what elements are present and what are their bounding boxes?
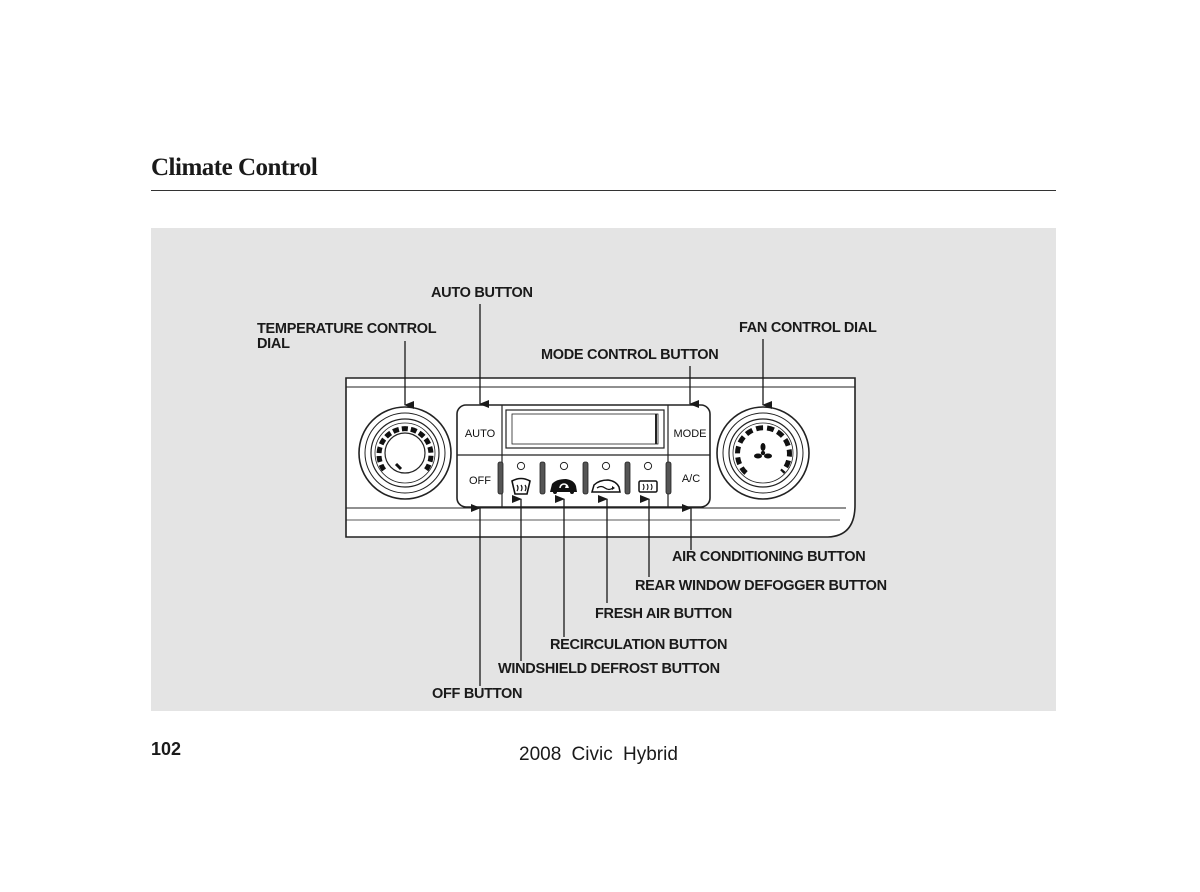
mode-button[interactable]: MODE — [674, 428, 707, 440]
rear-defogger-button[interactable] — [638, 480, 658, 493]
fan-icon — [754, 443, 772, 459]
section-title: Climate Control — [151, 154, 318, 181]
fresh-air-button-label: FRESH AIR BUTTON — [595, 606, 732, 622]
title-rule — [151, 190, 1056, 191]
recirculation-button-label: RECIRCULATION BUTTON — [550, 637, 728, 653]
page-number: 102 — [151, 739, 182, 759]
rear-defogger-button-label: REAR WINDOW DEFOGGER BUTTON — [635, 578, 887, 594]
mode-button-label: MODE CONTROL BUTTON — [541, 347, 719, 363]
temperature-dial-label-line2: DIAL — [257, 336, 290, 352]
windshield-defrost-button-label: WINDSHIELD DEFROST BUTTON — [498, 661, 720, 677]
auto-button[interactable]: AUTO — [465, 428, 496, 440]
upper-leader-lines — [404, 304, 772, 409]
button-dividers — [497, 461, 672, 495]
windshield-defrost-icon — [511, 477, 531, 495]
fresh-air-icon — [591, 479, 621, 493]
off-button-label: OFF BUTTON — [432, 686, 523, 702]
lower-leader-lines — [471, 495, 692, 686]
fresh-air-button[interactable] — [591, 479, 621, 493]
recirculation-icon — [550, 479, 577, 494]
temperature-control-dial[interactable] — [358, 406, 452, 500]
ac-button[interactable]: A/C — [682, 473, 700, 485]
fan-control-dial[interactable] — [716, 406, 810, 500]
footer-model-name: 2008 Civic Hybrid — [519, 744, 678, 765]
off-button[interactable]: OFF — [469, 475, 491, 487]
ac-button-label: AIR CONDITIONING BUTTON — [672, 549, 866, 565]
recirculation-button[interactable] — [550, 479, 577, 494]
temperature-dial-label-line1: TEMPERATURE CONTROL — [257, 321, 437, 337]
auto-button-label: AUTO BUTTON — [431, 285, 533, 301]
windshield-defrost-button[interactable] — [511, 477, 531, 495]
rear-defogger-icon — [638, 480, 658, 493]
fan-dial-label: FAN CONTROL DIAL — [739, 320, 877, 336]
indicator-lamps — [516, 461, 653, 471]
